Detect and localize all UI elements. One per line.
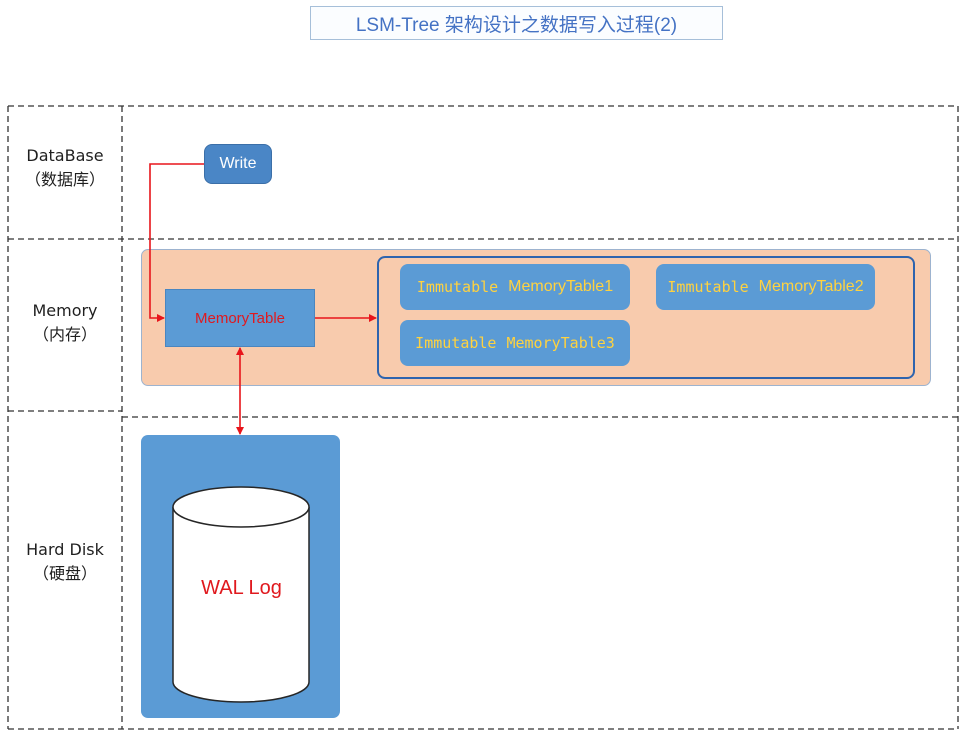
immutable-1-prefix: Immutable [416, 278, 499, 296]
immutable-memorytable-2: Immutable MemoryTable2 [656, 264, 875, 310]
row-label-database: DataBase （数据库） [8, 144, 122, 192]
row-label-memory-en: Memory [32, 301, 98, 320]
row-label-database-en: DataBase [26, 146, 104, 165]
immutable-1-name: MemoryTable1 [508, 278, 614, 295]
immutable-memorytable-3: Immutable MemoryTable3 [400, 320, 630, 366]
row-label-disk: Hard Disk （硬盘） [8, 538, 122, 586]
immutable-2-prefix: Immutable [667, 278, 749, 296]
wal-log-cylinder-icon [172, 486, 310, 703]
memorytable-node: MemoryTable [165, 289, 315, 347]
row-label-disk-cn: （硬盘） [32, 564, 97, 583]
wal-log-label: WAL Log [201, 577, 282, 599]
immutable-3-name: MemoryTable3 [506, 334, 615, 352]
row-label-memory: Memory （内存） [8, 299, 122, 347]
write-node: Write [204, 144, 272, 184]
immutable-3-prefix: Immutable [415, 334, 497, 352]
row-label-memory-cn: （内存） [32, 325, 97, 344]
immutable-memorytable-1: Immutable MemoryTable1 [400, 264, 630, 310]
immutable-group-frame [377, 256, 915, 379]
immutable-2-name: MemoryTable2 [758, 278, 864, 295]
row-label-disk-en: Hard Disk [26, 540, 104, 559]
write-to-memorytable-arrow [149, 163, 204, 322]
diagram-title: LSM-Tree 架构设计之数据写入过程(2) [310, 6, 723, 40]
row-label-database-cn: （数据库） [24, 170, 105, 189]
